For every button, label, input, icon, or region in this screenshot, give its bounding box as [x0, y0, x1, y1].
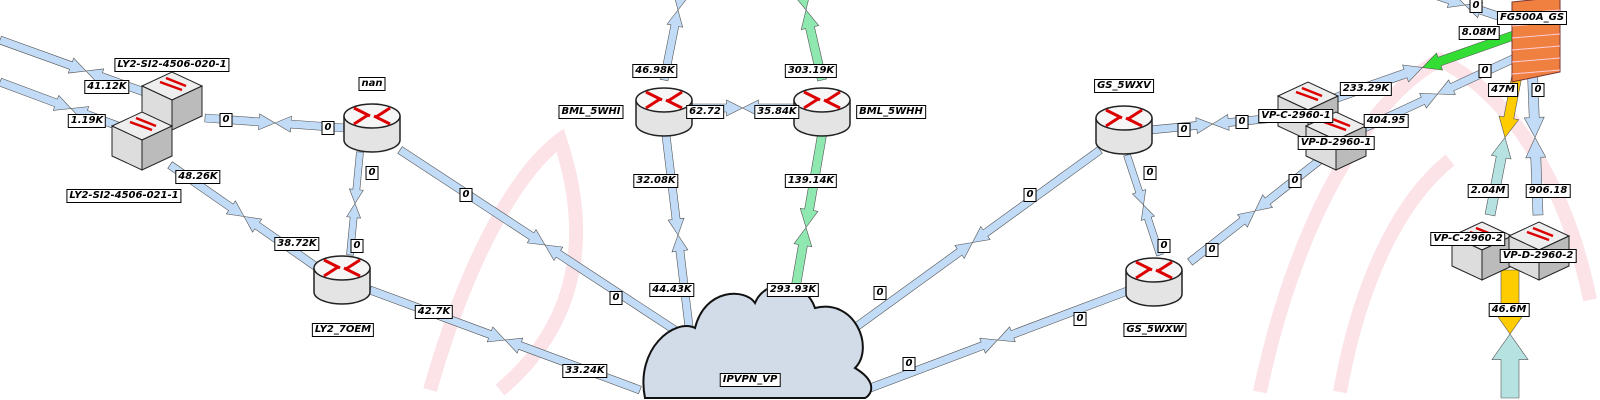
link-bandwidth-label[interactable]: 1.19K: [67, 114, 107, 128]
link-4-in[interactable]: [346, 202, 362, 256]
link-bandwidth-label[interactable]: 47M: [1488, 83, 1518, 97]
link-bandwidth-label[interactable]: 0: [350, 239, 364, 253]
link-bandwidth-label[interactable]: 0: [1205, 243, 1219, 257]
link-2-out[interactable]: [204, 113, 276, 131]
node-label-gs_5wxw[interactable]: GS_5WXW: [1123, 323, 1187, 337]
link-bandwidth-label[interactable]: 8.08M: [1458, 26, 1500, 40]
link-16-out[interactable]: [1187, 210, 1256, 266]
gs_5wxw-router-icon[interactable]: [1125, 257, 1183, 307]
link-bandwidth-label[interactable]: 0: [902, 357, 916, 371]
node-label-nan[interactable]: nan: [358, 77, 386, 91]
link-bandwidth-label[interactable]: 0: [873, 286, 887, 300]
link-bandwidth-label[interactable]: 48.26K: [175, 170, 221, 184]
link-0-out[interactable]: [0, 35, 87, 74]
link-bandwidth-label[interactable]: 0: [1023, 188, 1037, 202]
sw021-switch-icon[interactable]: [110, 111, 174, 171]
link-2-in[interactable]: [274, 115, 346, 133]
link-13-out[interactable]: [996, 285, 1132, 343]
link-bandwidth-label[interactable]: 233.29K: [1339, 82, 1393, 96]
link-4-out[interactable]: [348, 151, 364, 205]
gs_5wxv-router-icon[interactable]: [1095, 105, 1153, 155]
nan-router-icon[interactable]: [343, 103, 401, 153]
link-bandwidth-label[interactable]: 0: [365, 166, 379, 180]
bml_5whi-router-icon[interactable]: [635, 87, 693, 137]
link-19-in[interactable]: [1484, 136, 1512, 217]
link-12-in[interactable]: [842, 242, 974, 339]
link-1-out[interactable]: [0, 77, 72, 111]
ly2_7oem-router-icon[interactable]: [313, 255, 371, 305]
link-bandwidth-label[interactable]: 0: [609, 291, 623, 305]
link-bandwidth-label[interactable]: 44.43K: [649, 283, 695, 297]
node-label-sw021[interactable]: LY2-SI2-4506-021-1: [66, 189, 182, 203]
link-bandwidth-label[interactable]: 62.72: [686, 105, 724, 119]
link-bandwidth-label[interactable]: 139.14K: [784, 174, 838, 188]
link-bandwidth-label[interactable]: 32.08K: [633, 174, 679, 188]
node-label-vpd2[interactable]: VP-D-2960-2: [1499, 249, 1577, 263]
bml_5whh-router-icon[interactable]: [793, 87, 851, 137]
link-bandwidth-label[interactable]: 0: [1478, 64, 1492, 78]
link-bandwidth-label[interactable]: 0: [1469, 0, 1483, 13]
link-10-in[interactable]: [786, 0, 811, 11]
link-21-out[interactable]: [1491, 269, 1529, 335]
link-bandwidth-label[interactable]: 906.18: [1525, 184, 1571, 198]
link-7-in[interactable]: [673, 0, 696, 11]
link-bandwidth-label[interactable]: 33.24K: [562, 364, 608, 378]
link-bandwidth-label[interactable]: 0: [1235, 115, 1249, 129]
link-bandwidth-label[interactable]: 293.93K: [766, 283, 820, 297]
node-label-vpd1[interactable]: VP-D-2960-1: [1297, 136, 1375, 150]
link-bandwidth-label[interactable]: 2.04M: [1467, 184, 1509, 198]
link-bandwidth-label[interactable]: 38.72K: [274, 237, 320, 251]
link-bandwidth-label[interactable]: 0: [219, 113, 233, 127]
link-bandwidth-label[interactable]: 0: [321, 121, 335, 135]
node-label-ipvpn[interactable]: IPVPN_VP: [719, 373, 781, 387]
link-bandwidth-label[interactable]: 0: [459, 188, 473, 202]
link-bandwidth-label[interactable]: 303.19K: [784, 64, 838, 78]
link-bandwidth-label[interactable]: 0: [1157, 239, 1171, 253]
link-bandwidth-label[interactable]: 0: [1177, 123, 1191, 137]
node-label-ly2_7oem[interactable]: LY2_7OEM: [311, 323, 375, 337]
link-bandwidth-label[interactable]: 35.84K: [754, 105, 800, 119]
sw020-switch-icon[interactable]: [140, 71, 204, 131]
link-bandwidth-label[interactable]: 41.12K: [84, 80, 130, 94]
link-bandwidth-label[interactable]: 42.7K: [414, 305, 454, 319]
link-bandwidth-label[interactable]: 0: [1143, 166, 1157, 180]
link-18-in[interactable]: [1436, 53, 1518, 95]
node-label-bml_5whi[interactable]: BML_5WHI: [558, 105, 624, 119]
link-bandwidth-label[interactable]: 0: [1531, 83, 1545, 97]
node-label-vpc1[interactable]: VP-C-2960-1: [1258, 109, 1334, 123]
link-15-out[interactable]: [1123, 153, 1147, 206]
link-bandwidth-label[interactable]: 0: [1288, 174, 1302, 188]
link-12-out[interactable]: [971, 146, 1103, 243]
node-label-vpc2[interactable]: VP-C-2960-2: [1430, 232, 1506, 246]
link-bandwidth-label[interactable]: 0: [1073, 312, 1087, 326]
link-bandwidth-label[interactable]: 404.95: [1363, 114, 1409, 128]
link-13-in[interactable]: [863, 337, 999, 395]
link-17-in[interactable]: [1421, 30, 1517, 71]
node-label-fg500a[interactable]: FG500A_GS: [1496, 11, 1568, 25]
nodes-layer: [110, 0, 1571, 399]
link-22-out[interactable]: [1419, 0, 1466, 8]
link-bandwidth-label[interactable]: 46.98K: [632, 64, 678, 78]
node-label-sw020[interactable]: LY2-SI2-4506-020-1: [114, 58, 230, 72]
link-bandwidth-label[interactable]: 46.6M: [1488, 303, 1530, 317]
node-label-gs_5wxv[interactable]: GS_5WXV: [1094, 79, 1154, 93]
link-21-in[interactable]: [1491, 333, 1529, 399]
node-label-bml_5whh[interactable]: BML_5WHH: [856, 105, 926, 119]
